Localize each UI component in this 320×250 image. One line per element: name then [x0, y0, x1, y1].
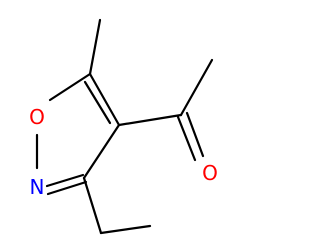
bond-c5-o1 — [48, 72, 92, 102]
structure-diagram: O N O — [29, 18, 218, 235]
bond-carbonyl-o — [176, 115, 197, 162]
bond-ch2-ch3 — [99, 224, 152, 235]
bond-c5-methyl — [88, 18, 102, 76]
bond-c4-c5 — [88, 72, 121, 127]
atom-label-n2: N — [30, 175, 45, 199]
bond-carbonyl-o-second — [185, 111, 205, 158]
bond-c3-c4 — [82, 123, 121, 180]
bond-carbonyl-methyl — [179, 58, 214, 117]
bond-c3-ch2 — [82, 176, 103, 235]
bond-n2-c3 — [45, 173, 85, 188]
bond-c4-carbonyl — [117, 113, 183, 127]
bond-n2-c3-second — [46, 180, 88, 196]
molecule-canvas: O N O — [29, 18, 218, 235]
atom-label-o1: O — [29, 105, 45, 129]
atom-label-o-carbonyl: O — [202, 161, 218, 185]
bond-c4-c5-second — [83, 80, 112, 125]
